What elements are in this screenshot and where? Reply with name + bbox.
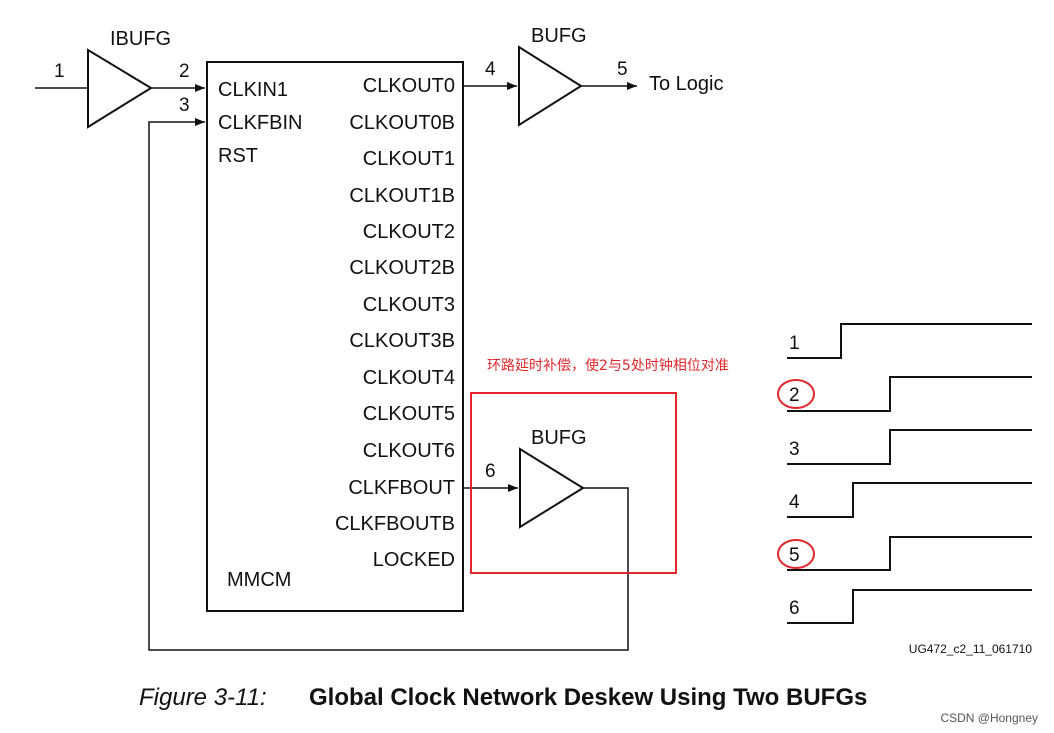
waveform-label-1: 1: [789, 333, 800, 354]
waveform-label-2: 2: [789, 385, 800, 406]
mmcm-output-clkout0b: CLKOUT0B: [349, 112, 455, 134]
waveform-label-4: 4: [789, 492, 800, 513]
net2-label: 2: [179, 61, 190, 82]
mmcm-output-clkout1b: CLKOUT1B: [349, 185, 455, 207]
waveform-label-3: 3: [789, 439, 800, 460]
figure-id: UG472_c2_11_061710: [909, 642, 1033, 656]
waveform-6: [787, 589, 1032, 624]
annotation-text: 环路延时补偿，使2与5处时钟相位对准: [487, 357, 729, 374]
timing-waveforms: 1 2 3 4 5 6: [777, 323, 1032, 624]
waveform-label-6: 6: [789, 598, 800, 619]
mmcm-output-clkout5: CLKOUT5: [363, 403, 455, 425]
caption-title: Global Clock Network Deskew Using Two BU…: [309, 684, 867, 711]
net6-label: 6: [485, 461, 496, 482]
bufg-bottom-label: BUFG: [531, 427, 587, 449]
watermark: CSDN @Hongney: [940, 711, 1038, 725]
ibufg-symbol: [87, 48, 153, 129]
waveform-label-5: 5: [789, 545, 800, 566]
mmcm-output-clkfbout: CLKFBOUT: [348, 477, 455, 499]
net5-label: 5: [617, 59, 628, 80]
ibufg-label: IBUFG: [110, 28, 171, 50]
mmcm-outputs: CLKOUT0 CLKOUT0B CLKOUT1 CLKOUT1B CLKOUT…: [335, 75, 455, 571]
mmcm-output-clkout3: CLKOUT3: [363, 294, 455, 316]
waveform-5: [787, 536, 1032, 571]
mmcm-output-clkout3b: CLKOUT3B: [349, 330, 455, 352]
mmcm-input-rst: RST: [218, 145, 258, 167]
net3-label: 3: [179, 95, 190, 116]
mmcm-output-clkout4: CLKOUT4: [363, 367, 455, 389]
net4-label: 4: [485, 59, 496, 80]
bufg-top-symbol: [518, 45, 583, 127]
mmcm-output-clkout2: CLKOUT2: [363, 221, 455, 243]
net1-label: 1: [54, 61, 65, 82]
mmcm-input-clkfbin: CLKFBIN: [218, 112, 302, 134]
bufg-bottom-symbol: [519, 447, 585, 529]
waveform-1: [787, 323, 1032, 359]
annotation-highlight-box: [470, 392, 677, 574]
mmcm-input-clkin1: CLKIN1: [218, 79, 288, 101]
bufg-top-label: BUFG: [531, 25, 587, 47]
wire-net3-feedback: [148, 118, 629, 651]
waveform-circle-5: [777, 539, 815, 569]
caption-number: Figure 3-11:: [139, 684, 267, 711]
mmcm-output-locked: LOCKED: [373, 549, 455, 571]
mmcm-output-clkout0: CLKOUT0: [363, 75, 455, 97]
mmcm-output-clkfboutb: CLKFBOUTB: [335, 513, 455, 535]
waveform-4: [787, 482, 1032, 518]
mmcm-output-clkout1: CLKOUT1: [363, 148, 455, 170]
waveform-circle-2: [777, 379, 815, 409]
mmcm-output-clkout2b: CLKOUT2B: [349, 257, 455, 279]
mmcm-block: [206, 61, 464, 612]
to-logic-label: To Logic: [649, 73, 724, 95]
waveform-2: [787, 376, 1032, 412]
mmcm-output-clkout6: CLKOUT6: [363, 440, 455, 462]
mmcm-name: MMCM: [227, 569, 291, 591]
waveform-3: [787, 429, 1032, 465]
